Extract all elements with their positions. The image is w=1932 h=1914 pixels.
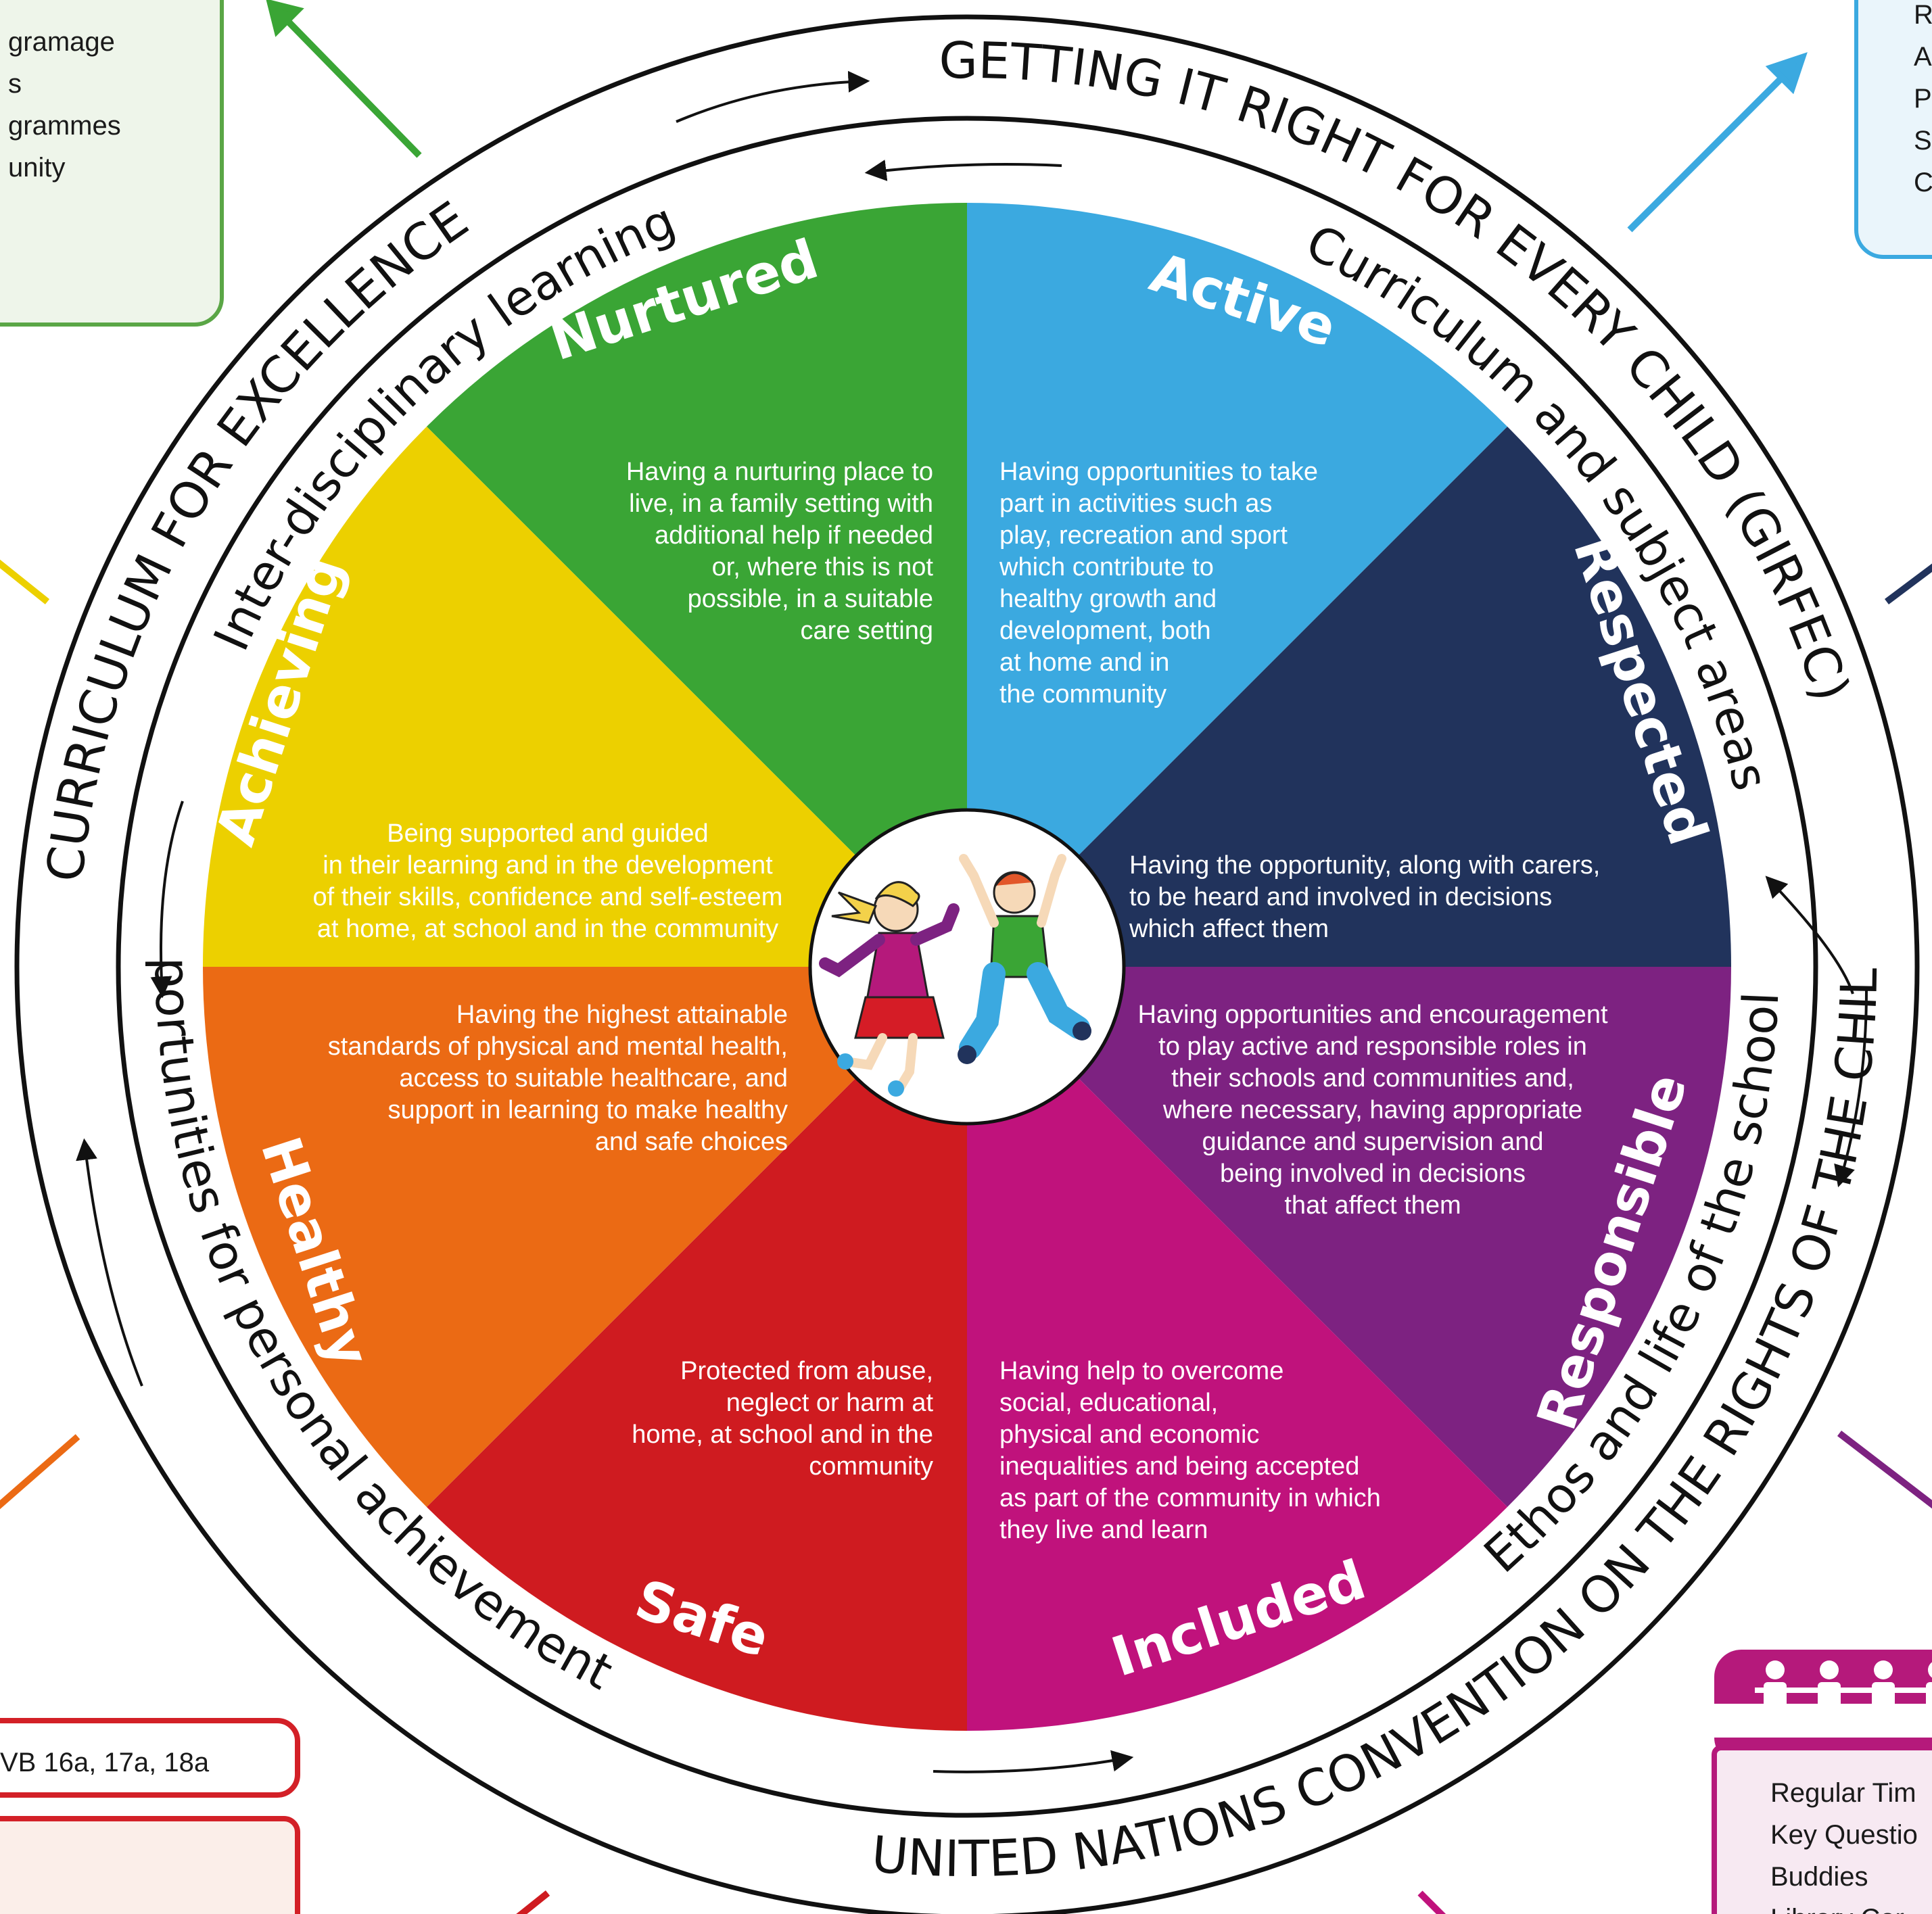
segment-description-responsible: Having opportunities and encouragement to… xyxy=(1137,1001,1607,1220)
segment-description-line: part in activities such as xyxy=(999,489,1272,518)
children-jumping-icon xyxy=(819,854,1091,1097)
segment-description-line: additional help if needed xyxy=(655,521,933,550)
segment-description-line: at home and in xyxy=(999,648,1169,677)
segment-description-active: Having opportunities to take part in acti… xyxy=(999,458,1318,709)
segment-healthy xyxy=(203,967,967,1508)
segment-description-line: in their learning and in the development xyxy=(323,851,773,880)
segment-description-line: social, educational, xyxy=(999,1389,1218,1417)
segment-description-safe: Protected from abuse, neglect or harm at h… xyxy=(632,1357,933,1481)
segment-description-line: Having the opportunity, along with carer… xyxy=(1129,851,1600,880)
segment-description-achieving: Being supported and guided in their learn… xyxy=(313,819,783,943)
corner-panel-bottom-left: VB 16a, 17a, 18a xyxy=(0,1718,300,1914)
flow-arrow-icon xyxy=(864,160,1062,181)
segment-achieving xyxy=(203,426,967,967)
segment-description-line: care setting xyxy=(801,617,933,645)
ring-flow-arrows xyxy=(76,70,1868,1773)
segment-description-line: play, recreation and sport xyxy=(999,521,1288,550)
segment-description-line: as part of the community in which xyxy=(999,1484,1381,1512)
segment-description-line: healthy growth and xyxy=(999,585,1217,613)
corner-tr-line-1: R xyxy=(1914,0,1932,30)
corner-panel-bottom-right: Regular Tim Key Questio Buddies Library … xyxy=(1712,1650,1932,1914)
flow-arrow-icon xyxy=(76,1138,143,1387)
segment-description-line: development, both xyxy=(999,617,1211,645)
flow-arrow-icon xyxy=(150,800,184,999)
segment-safe xyxy=(426,967,967,1731)
flow-arrow-icon xyxy=(1765,876,1854,995)
segment-description-line: physical and economic xyxy=(999,1420,1259,1449)
segment-description-line: of their skills, confidence and self-est… xyxy=(313,883,783,911)
segment-description-included: Having help to overcome social, education… xyxy=(999,1357,1381,1544)
arrow-orange-icon xyxy=(0,1434,80,1510)
corner-tl-line-4: unity xyxy=(8,153,66,183)
segment-active xyxy=(967,203,1508,967)
arrow-magenta-icon xyxy=(1417,1890,1446,1914)
corner-panel-top-right: R A P S C xyxy=(1854,0,1932,259)
segment-description-line: where necessary, having appropriate xyxy=(1162,1096,1582,1124)
arrow-navy-icon xyxy=(1885,563,1932,604)
segment-description-line: access to suitable healthcare, and xyxy=(399,1064,788,1093)
segment-description-line: guidance and supervision and xyxy=(1202,1128,1544,1156)
corner-tr-line-2: A xyxy=(1914,42,1932,72)
segment-included xyxy=(967,967,1508,1731)
corner-tl-line-2: s xyxy=(8,69,22,99)
segment-description-line: which affect them xyxy=(1129,915,1329,943)
people-chain-icon xyxy=(1755,1660,1932,1727)
arrow-blue-icon xyxy=(1627,58,1801,233)
corner-tr-line-5: C xyxy=(1914,168,1932,197)
arrow-yellow-icon xyxy=(0,559,50,604)
corner-tl-line-3: grammes xyxy=(8,111,121,141)
flow-arrow-icon xyxy=(933,1750,1134,1773)
segment-description-line: Having help to overcome xyxy=(999,1357,1283,1385)
flow-arrow-icon xyxy=(676,70,870,123)
corner-br-line-4: Library Cor xyxy=(1770,1904,1904,1914)
segment-description-line: they live and learn xyxy=(999,1516,1208,1544)
segment-description-line: being involved in decisions xyxy=(1220,1159,1526,1188)
corner-panel-top-left: gramage s grammes unity xyxy=(0,0,224,327)
corner-bl-outcome-codes: VB 16a, 17a, 18a xyxy=(0,1748,210,1777)
segment-description-line: which contribute to xyxy=(999,553,1214,581)
segment-description-line: community xyxy=(809,1452,933,1481)
arrow-red-icon xyxy=(516,1890,550,1914)
segment-description-line: Having the highest attainable xyxy=(456,1001,788,1029)
segment-description-line: to be heard and involved in decisions xyxy=(1129,883,1552,911)
corner-tr-line-4: S xyxy=(1914,126,1932,155)
segment-responsible xyxy=(967,967,1731,1508)
segment-description-line: Having opportunities to take xyxy=(999,458,1318,486)
segment-description-line: home, at school and in the xyxy=(632,1420,933,1449)
segment-description-line: possible, in a suitable xyxy=(688,585,933,613)
segment-description-respected: Having the opportunity, along with carer… xyxy=(1129,851,1600,943)
corner-br-line-1: Regular Tim xyxy=(1770,1778,1916,1808)
arrow-green-icon xyxy=(268,1,422,158)
segment-description-line: to play active and responsible roles in xyxy=(1158,1032,1587,1061)
corner-tr-line-3: P xyxy=(1914,84,1932,114)
segment-respected xyxy=(967,426,1731,967)
segment-description-line: at home, at school and in the community xyxy=(317,915,778,943)
corner-br-line-3: Buddies xyxy=(1770,1862,1868,1892)
segment-description-nurtured: Having a nurturing place to live, in a fa… xyxy=(626,458,934,645)
segment-nurtured xyxy=(426,203,967,967)
segment-description-line: their schools and communities and, xyxy=(1171,1064,1574,1093)
segment-description-line: support in learning to make healthy xyxy=(388,1096,788,1124)
segment-description-line: and safe choices xyxy=(595,1128,788,1156)
segment-description-healthy: Having the highest attainable standards o… xyxy=(328,1001,788,1156)
corner-tl-line-1: gramage xyxy=(8,27,115,57)
segment-description-line: standards of physical and mental health, xyxy=(328,1032,788,1061)
segment-description-line: that affect them xyxy=(1284,1191,1461,1220)
flow-arrow-icon xyxy=(1834,990,1868,1188)
segment-description-line: Being supported and guided xyxy=(387,819,708,848)
segment-description-line: neglect or harm at xyxy=(726,1389,934,1417)
segment-description-line: live, in a family setting with xyxy=(629,489,933,518)
segment-description-line: Having opportunities and encouragement xyxy=(1137,1001,1607,1029)
segment-description-line: or, where this is not xyxy=(712,553,934,581)
arrow-purple-icon xyxy=(1837,1431,1932,1509)
segment-description-line: Having a nurturing place to xyxy=(626,458,933,486)
segment-description-line: inequalities and being accepted xyxy=(999,1452,1359,1481)
corner-br-line-2: Key Questio xyxy=(1770,1820,1918,1850)
segment-description-line: Protected from abuse, xyxy=(680,1357,933,1385)
centre-disc xyxy=(808,808,1126,1126)
segment-description-line: the community xyxy=(999,680,1167,709)
